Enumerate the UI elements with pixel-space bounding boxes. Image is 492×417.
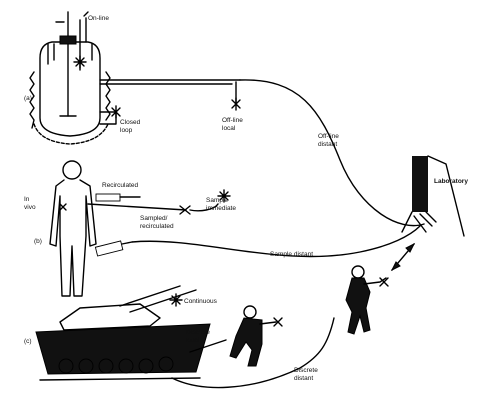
discrete-local-path (189, 339, 227, 353)
sample-distant-label: Sample distant (270, 251, 313, 258)
continuous-star (169, 293, 183, 307)
recirculated-label: Recirculated (102, 182, 139, 189)
sample-immediate-label-1: Sample (206, 197, 228, 204)
online-label: On-line (88, 15, 109, 22)
in-vivo-marker (59, 203, 67, 211)
recirculated-catheter (87, 193, 219, 215)
tank-vehicle (35, 285, 211, 381)
soldier-figure-right (345, 265, 389, 335)
arrowhead-soldier (390, 261, 401, 272)
offline-distant-label-2: distant (318, 141, 337, 148)
continuous-label: Continuous (184, 298, 218, 305)
sampled-label-2: recirculated (140, 223, 174, 230)
closed-loop (99, 105, 121, 125)
offline-sample-line (99, 79, 425, 227)
sample-syringe (94, 225, 421, 258)
discrete-local-label-1: Discrete (186, 329, 210, 336)
panel-a-label: (a) (24, 95, 32, 102)
offline-local-label-2: local (222, 125, 236, 132)
discrete-distant-path (171, 317, 335, 389)
sampled-label-1: Sampled/ (140, 215, 168, 222)
bioreactor-vessel (29, 11, 111, 145)
closed-loop-label-2: loop (120, 127, 133, 134)
offline-local-label-1: Off-line (222, 117, 243, 124)
in-vivo-label-1: In (24, 196, 30, 203)
panel-c-label: (c) (24, 338, 32, 345)
online-probe-star (73, 55, 87, 69)
offline-distant-label-1: Off-line (318, 133, 339, 140)
sample-immediate-star (217, 189, 231, 203)
arrowhead-lab (405, 242, 416, 253)
sample-immediate-label-2: immediate (206, 205, 236, 212)
human-figure (49, 160, 97, 297)
soldier-figure-center (229, 305, 283, 367)
in-vivo-label-2: vivo (24, 204, 36, 211)
discrete-distant-label-1: Discrete (294, 367, 318, 374)
closed-loop-label-1: Closed (120, 119, 141, 126)
discrete-local-label-2: local (186, 337, 200, 344)
discrete-distant-label-2: distant (294, 375, 313, 382)
panel-b-label: (b) (34, 238, 42, 245)
laboratory-building (401, 155, 465, 237)
laboratory-label: Laboratory (434, 178, 468, 185)
